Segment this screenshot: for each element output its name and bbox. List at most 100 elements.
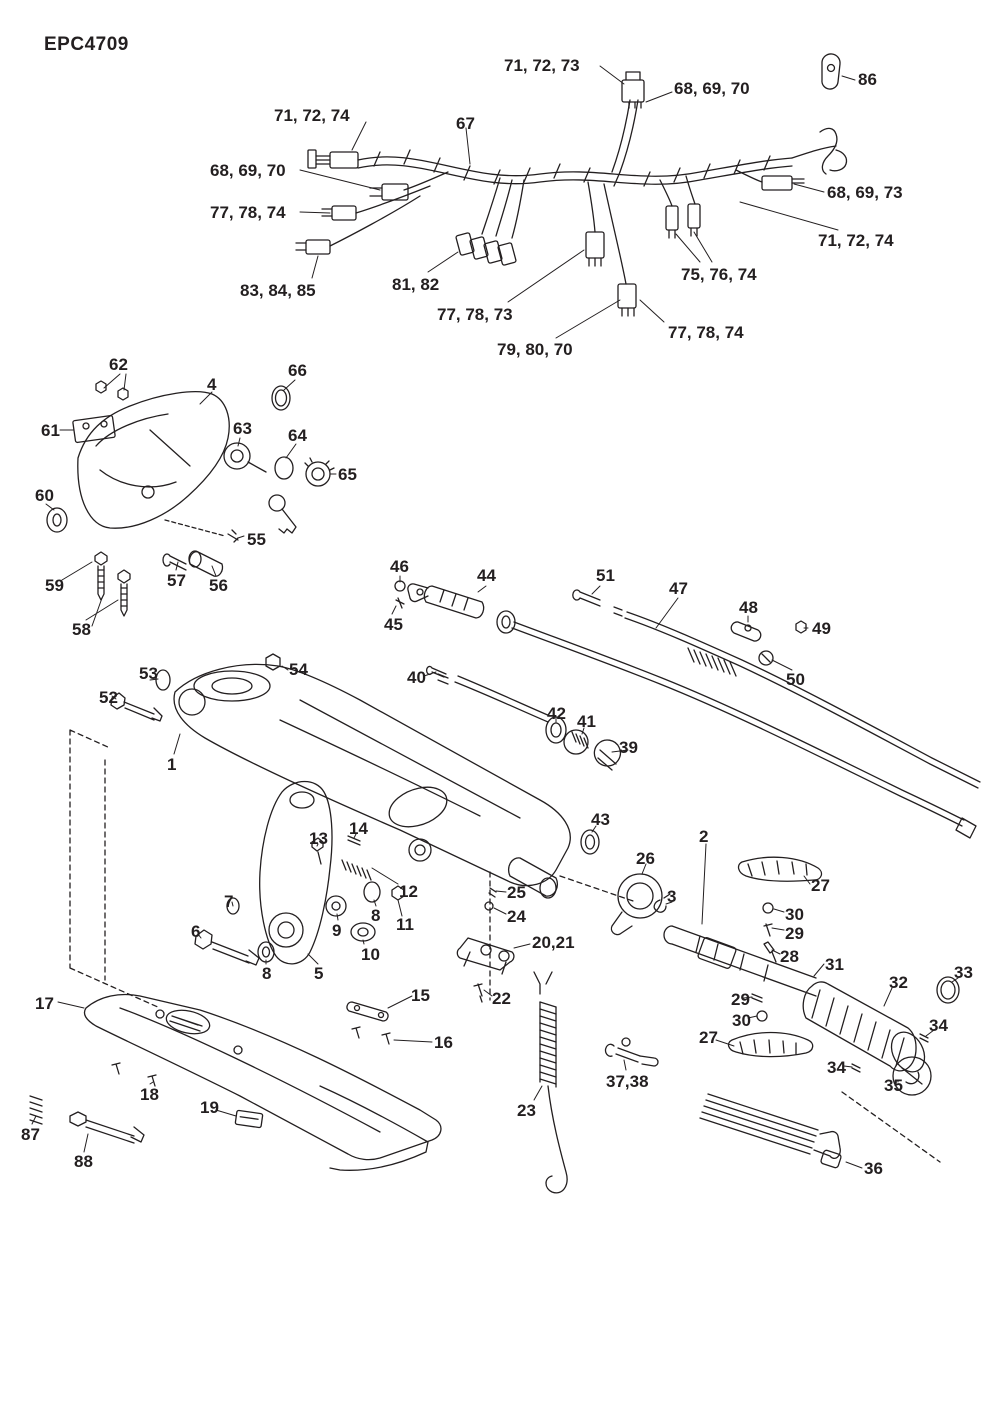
- part-label: 62: [109, 355, 128, 374]
- part-label: 46: [390, 557, 409, 576]
- part-label: 67: [456, 114, 475, 133]
- part-label: 43: [591, 810, 610, 829]
- part-label: 8: [262, 964, 272, 983]
- part-label: 34: [827, 1058, 846, 1077]
- part-label: 41: [577, 712, 596, 731]
- part-label: 68, 69, 70: [674, 79, 750, 98]
- part-label: 11: [396, 915, 414, 934]
- part-label: 81, 82: [392, 275, 440, 294]
- part-label: 20,21: [532, 933, 575, 952]
- part-label: 14: [349, 819, 368, 838]
- part-label: 57: [167, 571, 186, 590]
- part-label: 49: [812, 619, 831, 638]
- part-label: 79, 80, 70: [497, 340, 573, 359]
- part-label: 17: [35, 994, 54, 1013]
- wire-bundle-drawing: [699, 1093, 842, 1169]
- part-label: 86: [858, 70, 877, 89]
- part-label: 29: [731, 990, 750, 1009]
- part-label: 59: [45, 576, 64, 595]
- part-label: 77, 78, 74: [668, 323, 744, 342]
- part-label: 56: [209, 576, 228, 595]
- part-label: 26: [636, 849, 655, 868]
- part-label: 33: [954, 963, 973, 982]
- part-label: 23: [517, 1101, 536, 1120]
- lower-cover-drawing: [29, 993, 442, 1171]
- part-label: 51: [596, 566, 615, 585]
- part-label: 30: [732, 1011, 751, 1030]
- part-label: 53: [139, 664, 158, 683]
- lanyard-drawing: [533, 971, 659, 1194]
- part-label: 34: [929, 1016, 948, 1035]
- part-label: 39: [619, 738, 638, 757]
- part-label: 15: [411, 986, 430, 1005]
- throttle-lever-drawing: [194, 780, 637, 1003]
- part-label: 68, 69, 73: [827, 183, 903, 202]
- part-label: 71, 72, 74: [274, 106, 350, 125]
- part-label: 61: [41, 421, 60, 440]
- part-label: 60: [35, 486, 54, 505]
- part-label: 28: [780, 947, 799, 966]
- page-code: EPC4709: [44, 34, 129, 55]
- part-label: 83, 84, 85: [240, 281, 316, 300]
- part-label: 66: [288, 361, 307, 380]
- part-label: 71, 72, 74: [818, 231, 894, 250]
- part-label: 63: [233, 419, 252, 438]
- part-label: 40: [407, 668, 426, 687]
- part-label: 58: [72, 620, 91, 639]
- part-label: 47: [669, 579, 688, 598]
- part-label: 22: [492, 989, 511, 1008]
- part-label: 71, 72, 73: [504, 56, 580, 75]
- part-label: 5: [314, 964, 324, 983]
- steering-handle-drawing: [580, 829, 960, 1163]
- part-label: 27: [699, 1028, 718, 1047]
- part-label: 52: [99, 688, 118, 707]
- part-label: 24: [507, 907, 526, 926]
- part-label: 16: [434, 1033, 453, 1052]
- part-label: 29: [785, 924, 804, 943]
- part-label: 42: [547, 704, 566, 723]
- part-label: 35: [884, 1076, 903, 1095]
- part-label: 9: [332, 921, 342, 940]
- part-label: 45: [384, 615, 403, 634]
- part-label: 4: [207, 375, 217, 394]
- wiring-harness-drawing: [295, 53, 848, 317]
- part-label: 19: [200, 1098, 219, 1117]
- leader-lines-cable: [391, 575, 809, 753]
- part-label: 27: [811, 876, 830, 895]
- part-label: 88: [74, 1152, 93, 1171]
- part-label: 2: [699, 827, 709, 846]
- part-label: 6: [191, 922, 201, 941]
- part-label: 12: [399, 882, 418, 901]
- part-label: 75, 76, 74: [681, 265, 757, 284]
- leader-lines-lower: [31, 665, 959, 1169]
- part-label: 68, 69, 70: [210, 161, 286, 180]
- part-label: 55: [247, 530, 266, 549]
- part-label: 37,38: [606, 1072, 649, 1091]
- ignition-mount-drawing: [46, 380, 335, 617]
- part-label: 65: [338, 465, 357, 484]
- part-label: 48: [739, 598, 758, 617]
- throttle-cable-drawing: [394, 580, 981, 839]
- part-label: 32: [889, 973, 908, 992]
- part-label: 13: [309, 829, 328, 848]
- part-label: 31: [825, 955, 844, 974]
- tiller-arm-drawing: [69, 653, 571, 1009]
- part-label: 36: [864, 1159, 883, 1178]
- part-label: 18: [140, 1085, 159, 1104]
- leader-lines-mount: [45, 373, 337, 627]
- part-label: 7: [224, 892, 234, 911]
- part-label: 1: [167, 755, 177, 774]
- part-label: 77, 78, 74: [210, 203, 286, 222]
- part-label: 50: [786, 670, 805, 689]
- part-label: 87: [21, 1125, 40, 1144]
- part-label: 8: [371, 906, 381, 925]
- part-label: 3: [667, 887, 677, 906]
- part-label: 30: [785, 905, 804, 924]
- part-label: 25: [507, 883, 526, 902]
- part-label: 10: [361, 945, 380, 964]
- part-label: 54: [289, 660, 308, 679]
- part-label: 77, 78, 73: [437, 305, 513, 324]
- part-label: 64: [288, 426, 307, 445]
